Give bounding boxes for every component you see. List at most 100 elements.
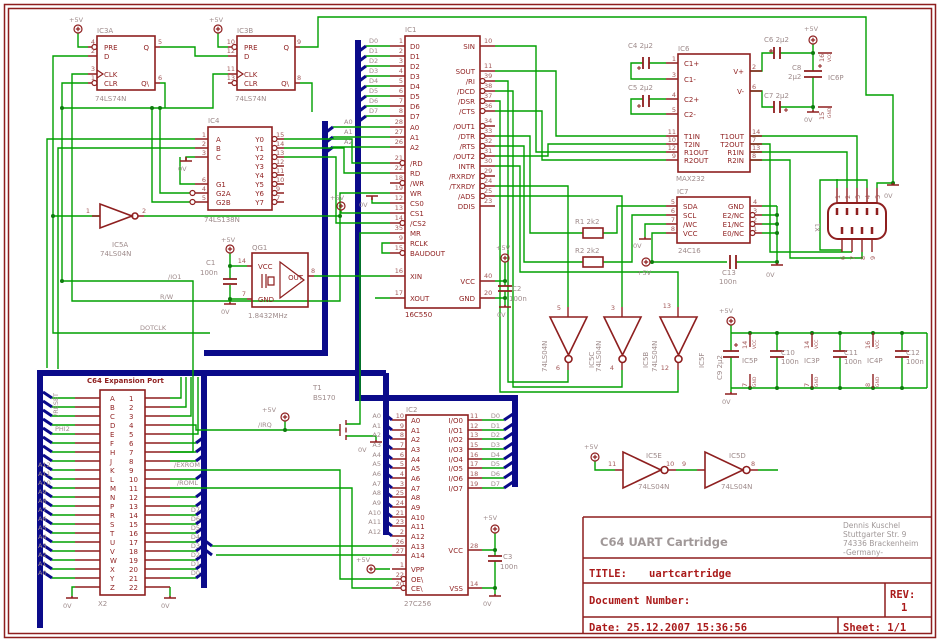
- schematic-label: C10: [781, 349, 795, 357]
- schematic-label: /CS2: [410, 220, 426, 228]
- schematic-label: A8: [372, 489, 381, 497]
- schematic-label: VCC: [258, 263, 273, 271]
- schematic-label: 14: [238, 257, 246, 265]
- schematic-label: A6: [38, 515, 47, 523]
- schematic-label: BS170: [313, 394, 335, 402]
- schematic-label: /OUT1: [453, 123, 475, 131]
- schematic-label: Y6: [254, 190, 264, 198]
- schematic-label: G2A: [216, 190, 231, 198]
- schematic-label: 25: [484, 187, 492, 195]
- schematic-label: /IRQ: [258, 421, 272, 429]
- schematic-label: B: [110, 404, 115, 412]
- schematic-label: VCC: [683, 230, 698, 238]
- schematic-label: +5V: [209, 16, 224, 24]
- schematic-label: 21: [396, 509, 404, 517]
- schematic-label: /DSR: [458, 98, 475, 106]
- schematic-label: 5: [557, 304, 561, 312]
- schematic-label: 2: [91, 47, 95, 55]
- schematic-label: A4: [38, 533, 47, 541]
- schematic-label: A1: [410, 134, 419, 142]
- schematic-label: V+: [733, 68, 744, 76]
- schematic-label: VCC: [814, 340, 820, 349]
- schematic-label: 18: [470, 470, 478, 478]
- schematic-label: 2: [400, 528, 404, 536]
- schematic-label: A9: [38, 488, 47, 496]
- schematic-label: C64 Expansion Port: [87, 377, 165, 385]
- schematic-label: Y: [109, 575, 115, 583]
- schematic-label: /WR: [410, 180, 424, 188]
- schematic-label: E: [110, 431, 114, 439]
- schematic-label: REV:: [890, 589, 915, 601]
- schematic-label: 14: [803, 341, 811, 349]
- schematic-label: 0V: [178, 165, 187, 173]
- schematic-label: H: [110, 449, 115, 457]
- schematic-label: 10: [227, 38, 235, 46]
- schematic-label: 8: [399, 107, 403, 115]
- schematic-label: A1: [372, 422, 381, 430]
- schematic-label: 19: [470, 480, 478, 488]
- schematic-label: G1: [216, 181, 226, 189]
- schematic-label: MR: [410, 230, 421, 238]
- schematic-label: 21: [395, 154, 403, 162]
- schematic-label: Dennis Kuschel: [843, 521, 900, 530]
- schematic-label: A4: [411, 456, 421, 464]
- schematic-label: C64 UART Cartridge: [600, 535, 728, 549]
- schematic-label: A0: [411, 417, 420, 425]
- schematic-label: 16: [818, 54, 826, 62]
- schematic-label: 29: [484, 167, 492, 175]
- schematic-label: SOUT: [456, 68, 476, 76]
- schematic-label: 13: [663, 302, 671, 310]
- schematic-label: 74336 Brackenheim: [843, 539, 918, 548]
- schematic-label: 7: [400, 441, 404, 449]
- component-layer: [66, 24, 909, 599]
- schematic-label: D1: [369, 47, 378, 55]
- schematic-label: IC2: [406, 406, 417, 414]
- schematic-label: 74LS74N: [235, 95, 266, 103]
- schematic-label: 15: [470, 441, 478, 449]
- schematic-label: 28: [470, 542, 478, 550]
- schematic-label: +5V: [483, 514, 498, 522]
- schematic-label: IC4P: [867, 357, 883, 365]
- bus-layer: [37, 40, 518, 628]
- schematic-label: 6: [556, 364, 560, 372]
- schematic-label: /CTS: [459, 108, 476, 116]
- schematic-label: D7: [491, 480, 500, 488]
- schematic-label: D2: [369, 57, 378, 65]
- schematic-label: CS1: [410, 210, 424, 218]
- schematic-label: 12: [276, 158, 284, 166]
- schematic-label: Stuttgarter Str. 9: [843, 530, 907, 539]
- schematic-label: A11: [411, 523, 425, 531]
- schematic-label: 6: [202, 176, 206, 184]
- schematic-label: IC1: [405, 26, 416, 34]
- schematic-label: 9: [399, 234, 403, 242]
- schematic-label: +5V: [584, 443, 599, 451]
- schematic-label: D1: [491, 422, 500, 430]
- schematic-label: 8: [751, 460, 755, 468]
- schematic-label: A13: [411, 543, 425, 551]
- schematic-label: D7: [369, 107, 378, 115]
- schematic-label: 2µ2: [788, 73, 801, 81]
- schematic-label: /RTS: [460, 143, 476, 151]
- schematic-label: Q\: [141, 80, 150, 88]
- schematic-label: 11: [668, 128, 676, 136]
- schematic-label: 100n: [719, 278, 737, 286]
- schematic-label: 8: [129, 458, 133, 466]
- schematic-label: 32: [484, 137, 492, 145]
- schematic-label: 34: [484, 117, 492, 125]
- schematic-label: 12: [668, 144, 676, 152]
- schematic-label: D: [104, 53, 109, 61]
- schematic-label: C1: [206, 259, 215, 267]
- schematic-label: W: [110, 557, 117, 565]
- schematic-label: C1+: [684, 60, 699, 68]
- schematic-label: /ADS: [458, 193, 476, 201]
- schematic-label: A2: [411, 436, 420, 444]
- schematic-label: D7: [410, 113, 420, 121]
- schematic-label: A12: [368, 528, 381, 536]
- schematic-label: 11: [276, 167, 284, 175]
- schematic-label: D2: [491, 431, 500, 439]
- schematic-label: 4: [129, 422, 134, 430]
- schematic-label: C: [110, 413, 115, 421]
- schematic-label: CLR: [244, 80, 258, 88]
- schematic-label: 12: [661, 364, 669, 372]
